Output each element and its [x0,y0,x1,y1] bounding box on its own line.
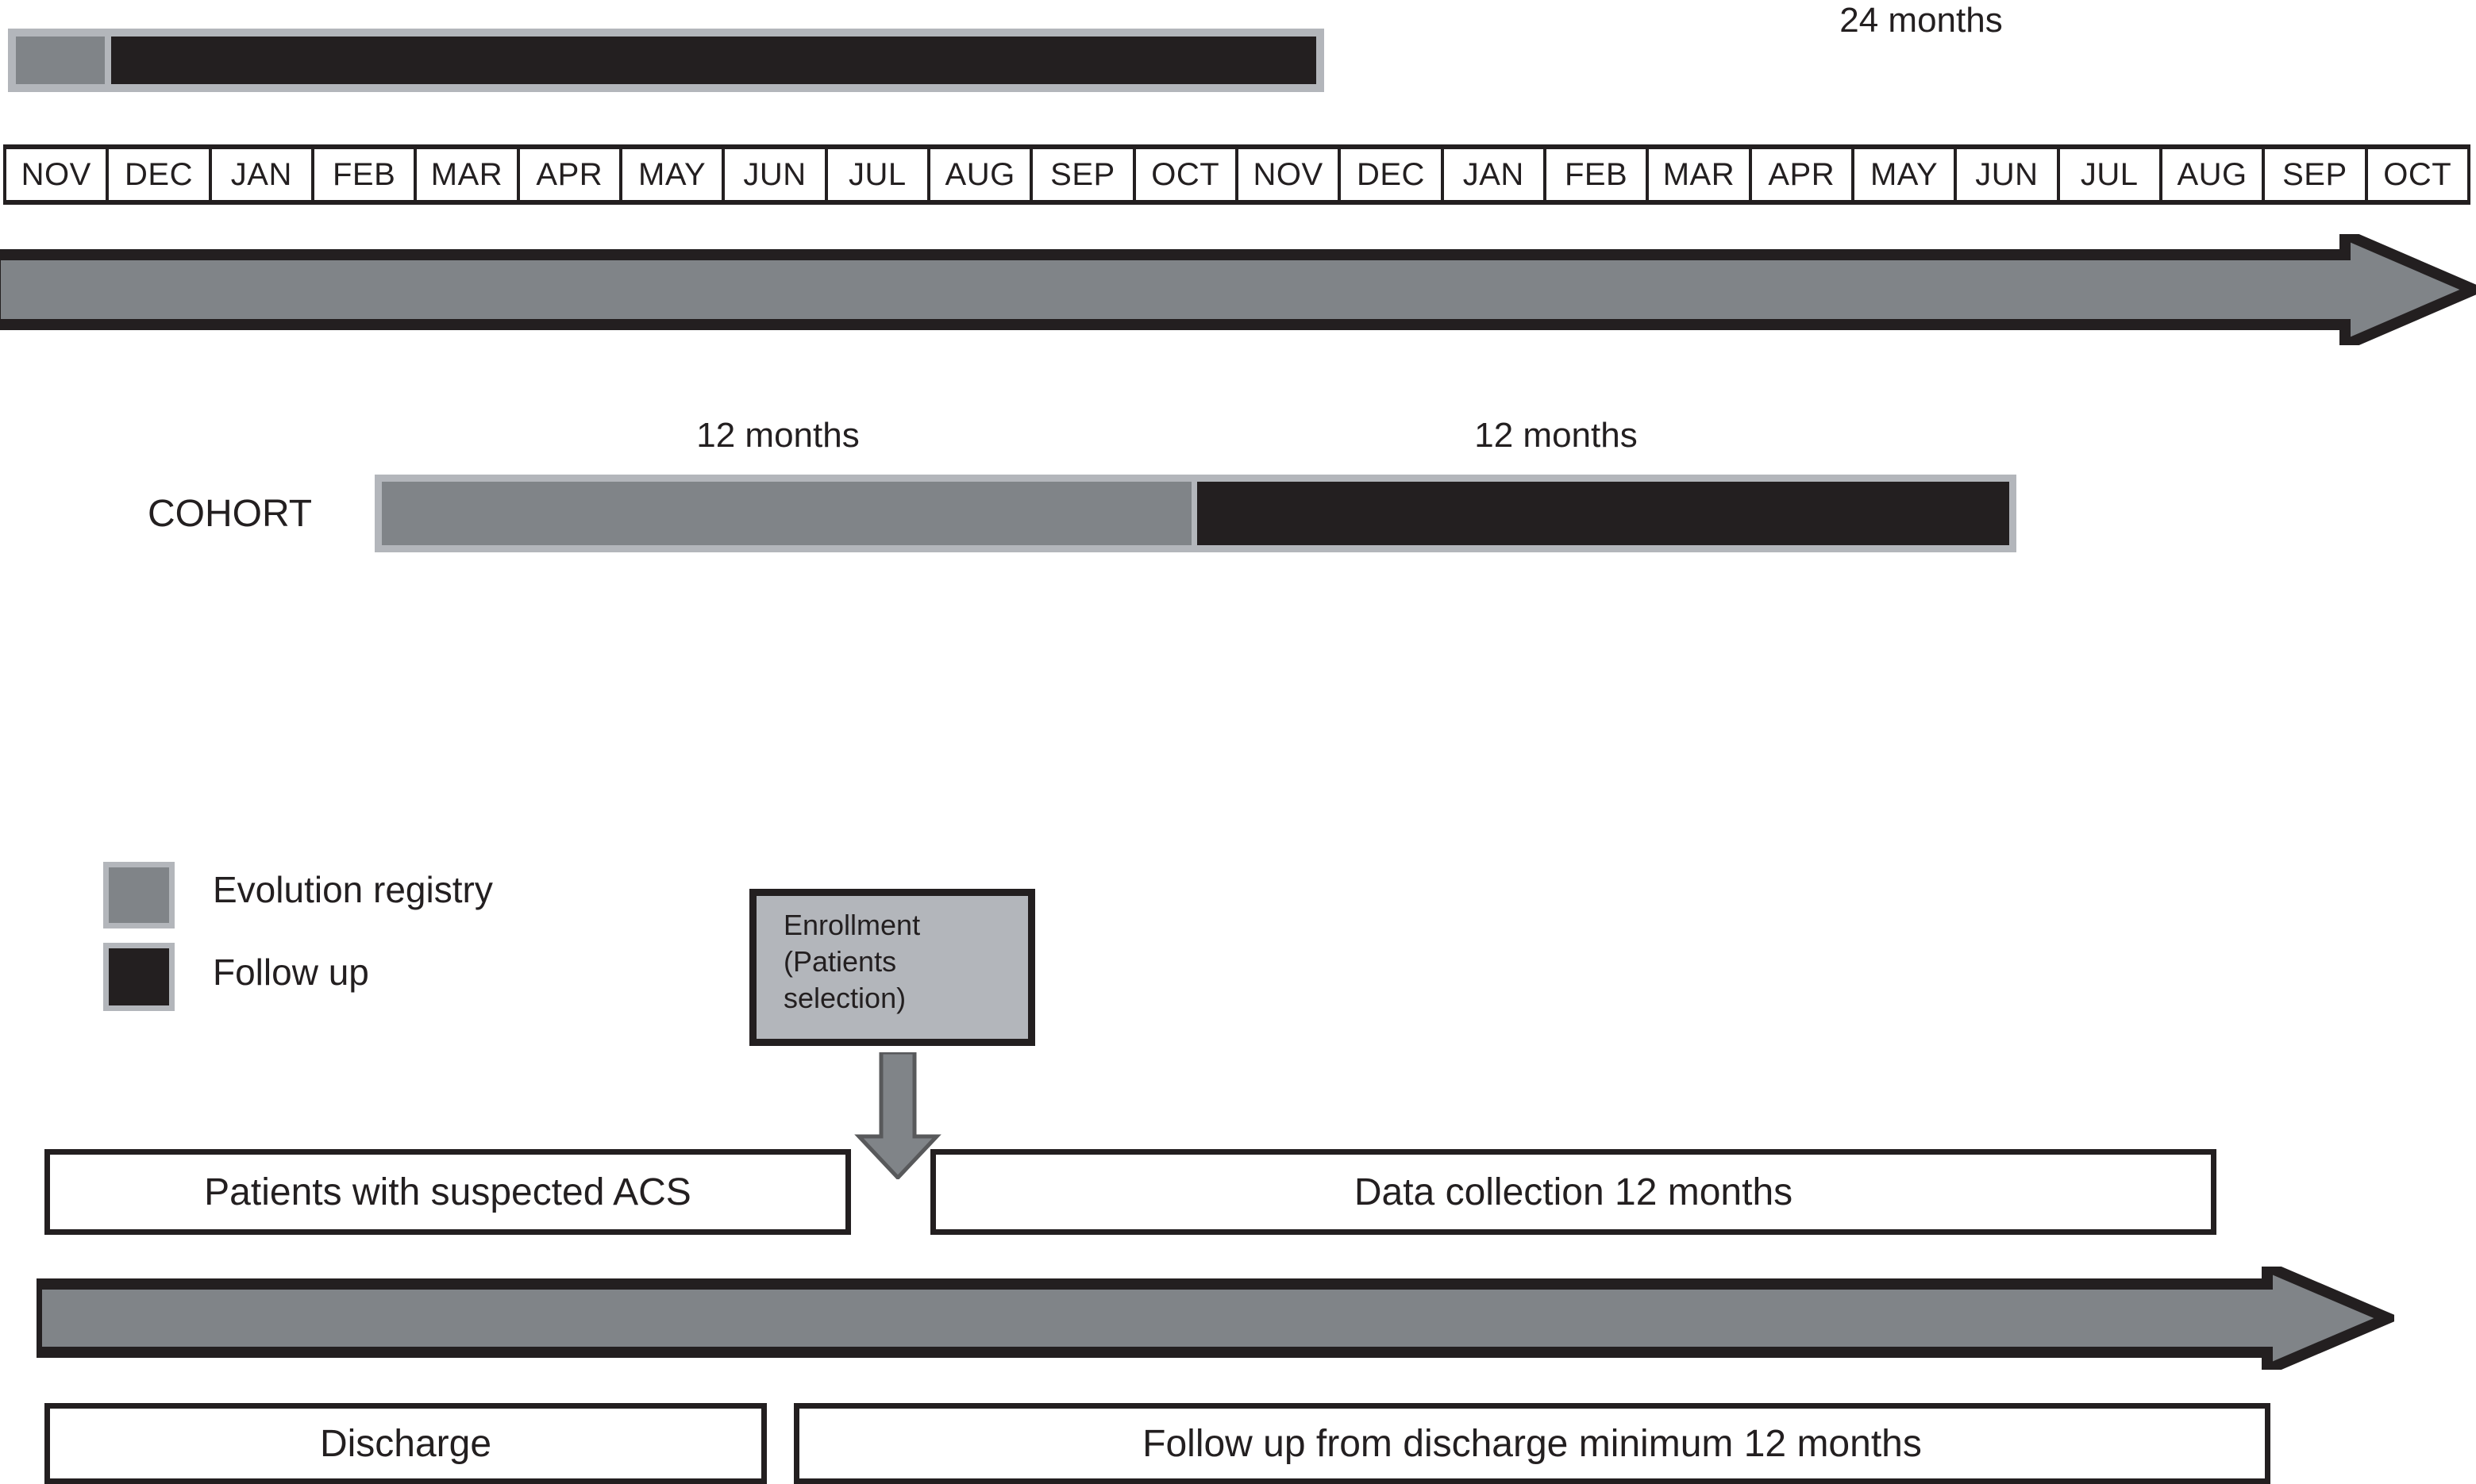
month-cell: DEC [109,149,212,200]
legend-swatch-follow-up [103,943,175,1011]
month-cell: AUG [930,149,1034,200]
month-cell: JUN [1957,149,2060,200]
study-bar-segment-followup [111,37,1316,84]
box-patients-label: Patients with suspected ACS [204,1171,691,1213]
study-period-bar [8,29,1324,92]
month-cell: DEC [1341,149,1444,200]
legend-label-follow-up: Follow up [213,952,369,993]
month-cell: MAR [1649,149,1752,200]
enrollment-line-1: Enrollment [784,909,921,941]
month-cell: OCT [1135,149,1238,200]
cohort-bar-divider [1192,482,1197,545]
month-cell: SEP [2265,149,2368,200]
month-cell: MAY [622,149,726,200]
enrollment-line-2: (Patients [784,945,897,978]
cohort-bar-segment-registry [382,482,1192,545]
month-cell: NOV [1238,149,1342,200]
enrollment-down-arrow [854,1052,941,1179]
box-data-collection: Data collection 12 months [930,1149,2216,1235]
enrollment-box: Enrollment (Patients selection) [749,889,1035,1046]
study-bar-divider [105,37,111,84]
label-cohort-followup-months: 12 months [1474,416,1638,455]
month-cell: AUG [2162,149,2266,200]
month-cell: FEB [314,149,418,200]
month-cell: SEP [1033,149,1136,200]
cohort-bar [375,475,2016,552]
cohort-bar-segment-followup [1197,482,2009,545]
month-cell: JUN [725,149,828,200]
box-data-collection-label: Data collection 12 months [1354,1171,1793,1213]
month-ruler: NOV DEC JAN FEB MAR APR MAY JUN JUL AUG … [3,144,2470,205]
month-cell: MAY [1854,149,1958,200]
month-cell: NOV [3,149,110,200]
box-follow-up-from-discharge: Follow up from discharge minimum 12 mont… [794,1403,2270,1484]
box-follow-up-label: Follow up from discharge minimum 12 mont… [1142,1422,1922,1465]
label-cohort-registry-months: 12 months [696,416,860,455]
box-discharge: Discharge [44,1403,767,1484]
month-cell: JAN [211,149,314,200]
month-cell: JUL [2059,149,2162,200]
month-cell: APR [1751,149,1854,200]
enrollment-line-3: selection) [784,982,907,1015]
cohort-row-label: COHORT [148,493,313,535]
box-patients-with-suspected-acs: Patients with suspected ACS [44,1149,851,1235]
legend-swatch-evolution-registry [103,862,175,928]
timeline-arrow-upper [0,234,2476,345]
month-cell: JAN [1443,149,1546,200]
month-cell: APR [519,149,622,200]
month-cell: JUL [827,149,930,200]
study-bar-segment-registry [16,37,105,84]
legend-label-evolution-registry: Evolution registry [213,869,493,910]
box-discharge-label: Discharge [319,1422,492,1465]
timeline-arrow-lower [37,1267,2394,1370]
month-cell: FEB [1546,149,1650,200]
label-24-months: 24 months [1839,1,2003,40]
month-cell: OCT [2367,149,2470,200]
month-cell: MAR [417,149,520,200]
